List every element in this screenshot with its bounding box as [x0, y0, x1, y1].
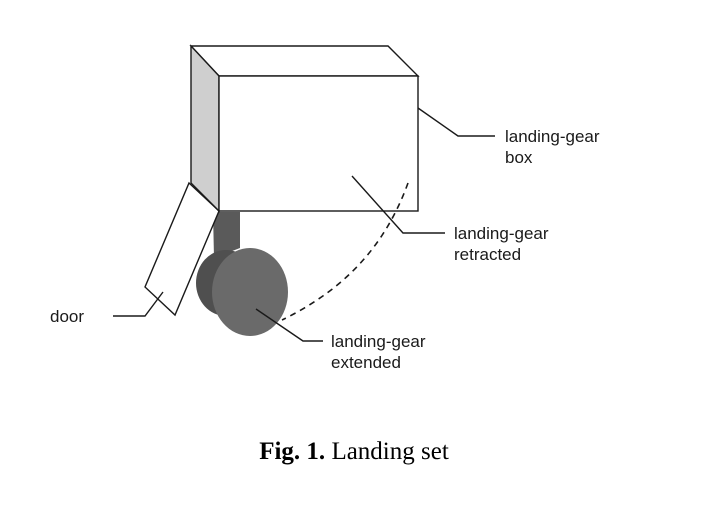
label-extended-line1: landing-gear — [331, 332, 426, 351]
label-landing-gear-box: landing-gear box — [505, 126, 600, 168]
label-retracted-line2: retracted — [454, 245, 522, 264]
landing-gear-extended — [196, 212, 288, 336]
label-landing-gear-extended: landing-gear extended — [331, 331, 426, 373]
box-leader-line — [417, 107, 495, 137]
door-leader-line — [113, 291, 164, 317]
caption-text: Landing set — [331, 438, 449, 465]
label-box-line1: landing-gear — [505, 127, 600, 146]
landing-gear-box — [189, 44, 420, 213]
retracted-leader-line — [351, 175, 445, 234]
label-retracted-line1: landing-gear — [454, 224, 549, 243]
gear-strut — [213, 212, 240, 258]
label-box-line2: box — [505, 148, 533, 167]
label-landing-gear-retracted: landing-gear retracted — [454, 223, 549, 265]
gear-wheel-front — [212, 248, 288, 336]
extended-leader-line — [255, 308, 323, 342]
label-extended-line2: extended — [331, 353, 401, 372]
figure-caption: Fig. 1. Landing set — [0, 436, 708, 468]
caption-prefix: Fig. 1. — [259, 438, 326, 465]
box-top-face — [189, 45, 420, 77]
box-side-face — [190, 44, 220, 213]
box-front-face — [218, 75, 419, 212]
label-door: door — [50, 307, 85, 326]
retraction-path — [281, 182, 409, 321]
